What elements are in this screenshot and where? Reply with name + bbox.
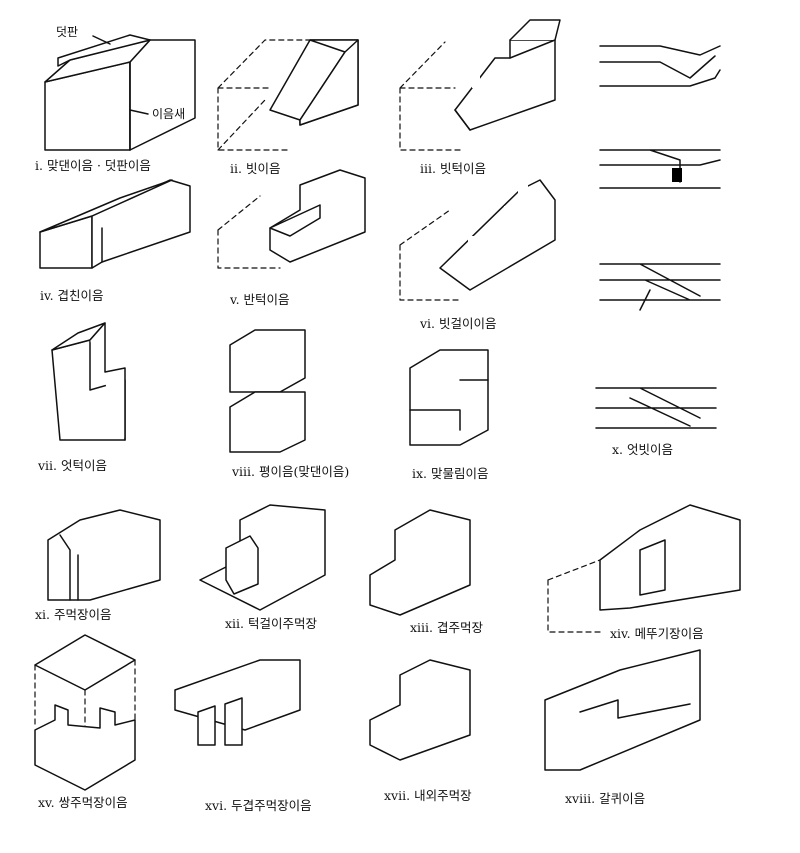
caption-text: 맞물림이음 [431,466,489,481]
caption-numeral: ii. [230,161,242,176]
caption-numeral: xvii. [384,788,411,803]
caption-xv: xv. 쌍주먹장이음 [38,795,128,810]
callout-cover-plate: 덧판 [56,25,79,39]
figure-viii-plain-butt [229,329,306,453]
caption-numeral: xi. [35,607,51,622]
caption-numeral: i. [35,158,43,173]
figure-xvii-inner-outer-dovetail [369,659,471,761]
caption-text: 엇턱이음 [61,458,108,473]
caption-numeral: xviii. [565,791,596,806]
caption-v: v. 반턱이음 [230,292,290,307]
figure-ix-interlocking [409,349,489,446]
figure-xvi-layered-dovetail [174,659,301,746]
caption-text: 맞댄이음 · 덧판이음 [46,158,151,173]
caption-text: 빗이음 [245,161,281,176]
figure-iii-hooked-scarf [399,19,561,151]
caption-ix: ix. 맞물림이음 [412,466,489,481]
caption-xvi: xvi. 두겹주먹장이음 [205,798,312,813]
figure-i-butt-joint [44,34,196,151]
figure-x-sketches [595,45,721,429]
figure-v-half-lap [217,169,366,269]
figure-xviii-rake [544,649,701,771]
caption-text: 내외주먹장 [414,788,472,803]
figure-vi-hooked-scarf [399,179,556,301]
caption-xiii: xiii. 겹주먹장 [410,620,484,635]
figure-xi-dovetail [47,509,161,601]
figure-xv-twin-dovetail [34,634,136,791]
caption-numeral: iii. [420,161,436,176]
caption-numeral: v. [230,292,240,307]
caption-numeral: xiv. [610,626,631,641]
caption-iii: iii. 빗턱이음 [420,161,486,176]
caption-text: 두겹주먹장이음 [231,798,312,813]
figure-ii-scarf-joint [217,39,359,151]
caption-text: 빗턱이음 [439,161,486,176]
caption-text: 주먹장이음 [54,607,112,622]
caption-numeral: viii. [232,464,256,479]
caption-vii: vii. 엇턱이음 [38,458,108,473]
caption-text: 빗걸이이음 [439,316,497,331]
caption-numeral: xii. [225,616,245,631]
caption-ii: ii. 빗이음 [230,161,281,176]
caption-x: x. 엇빗이음 [612,442,674,457]
caption-text: 겹주먹장 [437,620,484,635]
caption-viii: viii. 평이음(맞댄이음) [232,464,350,479]
caption-xviii: xviii. 갈퀴이음 [565,791,646,806]
caption-text: 평이음(맞댄이음) [259,464,350,479]
caption-vi: vi. 빗걸이이음 [420,316,497,331]
figure-xiii-double-dovetail [369,509,471,616]
caption-numeral: xvi. [205,798,228,813]
figure-xii-dovetail-shoulder [199,504,326,611]
caption-numeral: xv. [38,795,55,810]
caption-text: 겹친이음 [57,288,104,303]
figure-iv-lap-joint [39,179,191,269]
callout-joint-line: 이음새 [152,107,186,121]
caption-text: 엇빗이음 [627,442,674,457]
caption-numeral: x. [612,442,624,457]
caption-numeral: iv. [40,288,54,303]
caption-xi: xi. 주먹장이음 [35,607,112,622]
caption-xiv: xiv. 메뚜기장이음 [610,626,704,641]
caption-numeral: xiii. [410,620,434,635]
caption-i: i. 맞댄이음 · 덧판이음 [35,158,151,173]
figure-xiv-locust [547,504,741,633]
caption-xvii: xvii. 내외주먹장 [384,788,472,803]
caption-numeral: vii. [38,458,58,473]
caption-numeral: ix. [412,466,428,481]
caption-text: 메뚜기장이음 [634,626,704,641]
caption-text: 반턱이음 [243,292,290,307]
figure-vii-step-joint [51,322,126,441]
caption-text: 턱걸이주먹장 [248,616,318,631]
caption-numeral: vi. [420,316,436,331]
caption-text: 쌍주먹장이음 [58,795,128,810]
caption-xii: xii. 턱걸이주먹장 [225,616,318,631]
caption-text: 갈퀴이음 [599,791,646,806]
caption-iv: iv. 겹친이음 [40,288,104,303]
